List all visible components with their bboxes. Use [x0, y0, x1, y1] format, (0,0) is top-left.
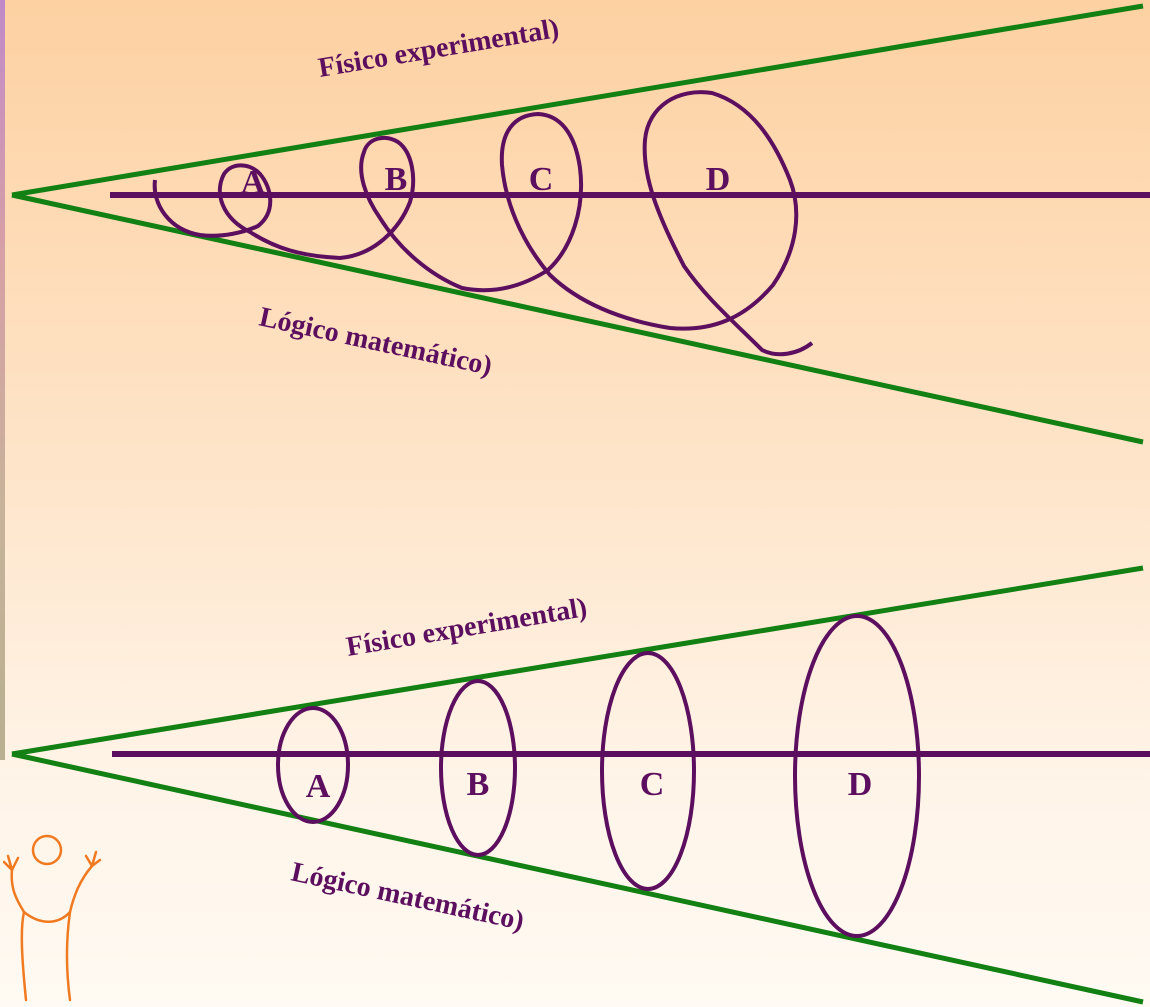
bottom-ellipse-d	[793, 614, 921, 938]
bottom-lower-cone-label: Lógico matemático)	[289, 857, 527, 937]
bottom-stage-label-d: D	[848, 766, 873, 803]
top-lower-cone-label: Lógico matemático)	[257, 302, 495, 382]
top-stage-label-b: B	[385, 161, 408, 198]
top-stage-label-c: C	[529, 161, 554, 198]
left-decorative-strip	[0, 0, 5, 760]
top-upper-cone-label: Físico experimental)	[316, 13, 561, 84]
top-spiral-curve	[152, 90, 814, 357]
bottom-upper-cone-label: Físico experimental)	[344, 592, 589, 663]
bottom-cone-lower-edge	[11, 751, 1144, 1005]
bottom-ellipse-c	[600, 651, 696, 891]
bottom-stage-label-a: A	[306, 768, 331, 805]
top-stage-label-a: A	[241, 164, 266, 201]
bottom-ellipse-a	[276, 706, 350, 824]
bottom-diagram: A B C D Físico experimental) Lógico mate…	[11, 565, 1150, 1005]
person-raising-arms-icon	[2, 834, 102, 1002]
bottom-stage-label-c: C	[640, 766, 665, 803]
bottom-cone-upper-edge	[11, 565, 1144, 757]
top-cone-upper-edge	[11, 3, 1144, 198]
bottom-ellipse-b	[439, 679, 517, 857]
top-stage-label-d: D	[706, 161, 731, 198]
top-cone-lower-edge	[11, 192, 1144, 445]
top-diagram: A B C D Físico experimental) Lógico mate…	[11, 3, 1150, 445]
bottom-stage-label-b: B	[467, 766, 490, 803]
